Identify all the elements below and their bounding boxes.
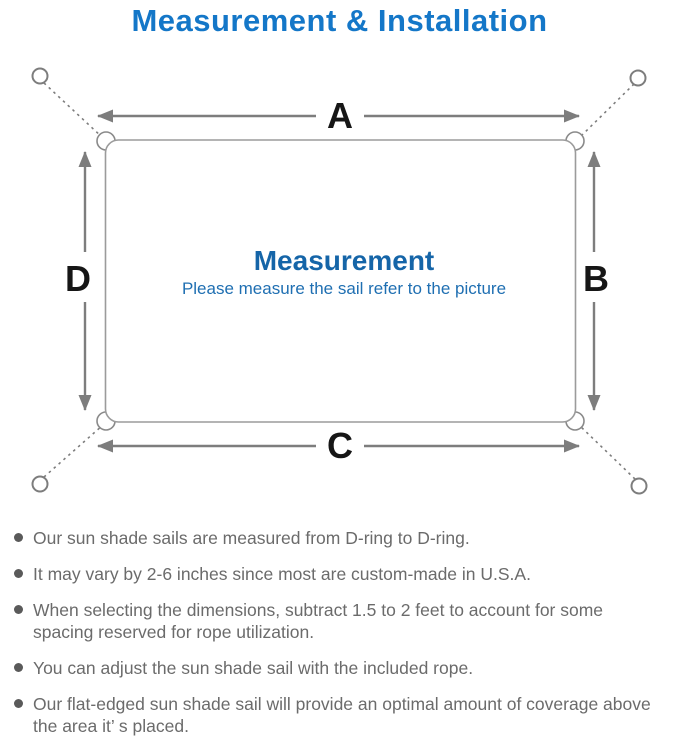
list-item: Our sun shade sails are measured from D-… — [13, 527, 663, 549]
rope-dashed-lines — [43, 82, 636, 480]
bullet-icon — [14, 533, 23, 542]
note-text: You can adjust the sun shade sail with t… — [33, 658, 474, 678]
label-dimension-d: D — [65, 258, 91, 299]
note-text: It may vary by 2-6 inches since most are… — [33, 564, 531, 584]
label-dimension-b: B — [583, 258, 609, 299]
dimension-arrows — [78, 109, 601, 453]
diagram-center-title: Measurement — [254, 245, 435, 276]
notes-list: Our sun shade sails are measured from D-… — [0, 527, 679, 739]
bullet-icon — [14, 699, 23, 708]
bullet-icon — [14, 663, 23, 672]
measurement-diagram: A B C D Measurement Please measure the s… — [31, 67, 648, 495]
bullet-icon — [14, 569, 23, 578]
list-item: When selecting the dimensions, subtract … — [13, 599, 663, 643]
label-dimension-a: A — [327, 95, 353, 136]
rope-top-left — [43, 82, 104, 139]
note-text: Our flat-edged sun shade sail will provi… — [33, 694, 651, 736]
anchor-rings — [31, 67, 648, 495]
sail-rectangle — [104, 139, 577, 423]
anchor-ring-top-left-icon — [31, 67, 49, 85]
rope-top-right — [578, 83, 635, 139]
rope-bottom-right — [578, 424, 636, 480]
note-text: Our sun shade sails are measured from D-… — [33, 528, 470, 548]
list-item: Our flat-edged sun shade sail will provi… — [13, 693, 663, 737]
anchor-ring-bottom-right-icon — [630, 477, 648, 495]
anchor-ring-bottom-left-icon — [31, 475, 49, 493]
list-item: You can adjust the sun shade sail with t… — [13, 657, 663, 679]
note-text: When selecting the dimensions, subtract … — [33, 600, 604, 642]
diagram-center-subtitle: Please measure the sail refer to the pic… — [182, 279, 506, 298]
label-dimension-c: C — [327, 425, 353, 466]
anchor-ring-top-right-icon — [629, 69, 647, 87]
page-title: Measurement & Installation — [131, 3, 548, 38]
list-item: It may vary by 2-6 inches since most are… — [13, 563, 663, 585]
rope-bottom-left — [43, 424, 104, 478]
bullet-icon — [14, 605, 23, 614]
